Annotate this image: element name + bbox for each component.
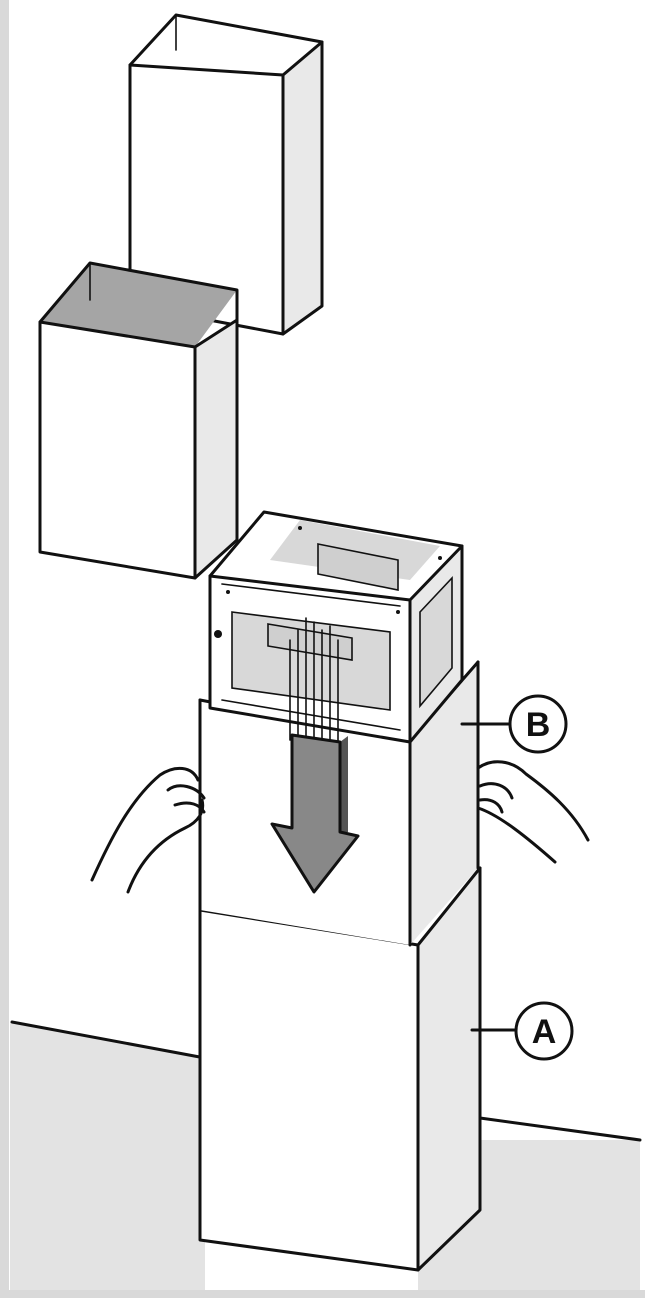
floor-edge-left: [10, 1020, 207, 1060]
support-frame: [208, 510, 464, 751]
left-hand-icon: [90, 766, 206, 894]
page-bottom-border: [0, 1290, 645, 1298]
upper-duct-cover-bottom: [38, 261, 239, 580]
callout-a-label: A: [532, 1013, 557, 1051]
callout-b: B: [460, 694, 568, 754]
callout-b-circle: [508, 694, 568, 754]
duct-section-a: [198, 866, 482, 1272]
down-arrow-icon: [270, 733, 360, 894]
callout-a: A: [470, 1001, 574, 1061]
right-hand-icon: [476, 760, 590, 864]
callout-a-circle: [514, 1001, 574, 1061]
callout-b-label: B: [526, 706, 551, 744]
floor-edge-right: [478, 1116, 642, 1142]
floor: [10, 1022, 205, 1290]
page-left-border: [0, 0, 9, 1298]
upper-duct-cover-top: [128, 13, 324, 336]
